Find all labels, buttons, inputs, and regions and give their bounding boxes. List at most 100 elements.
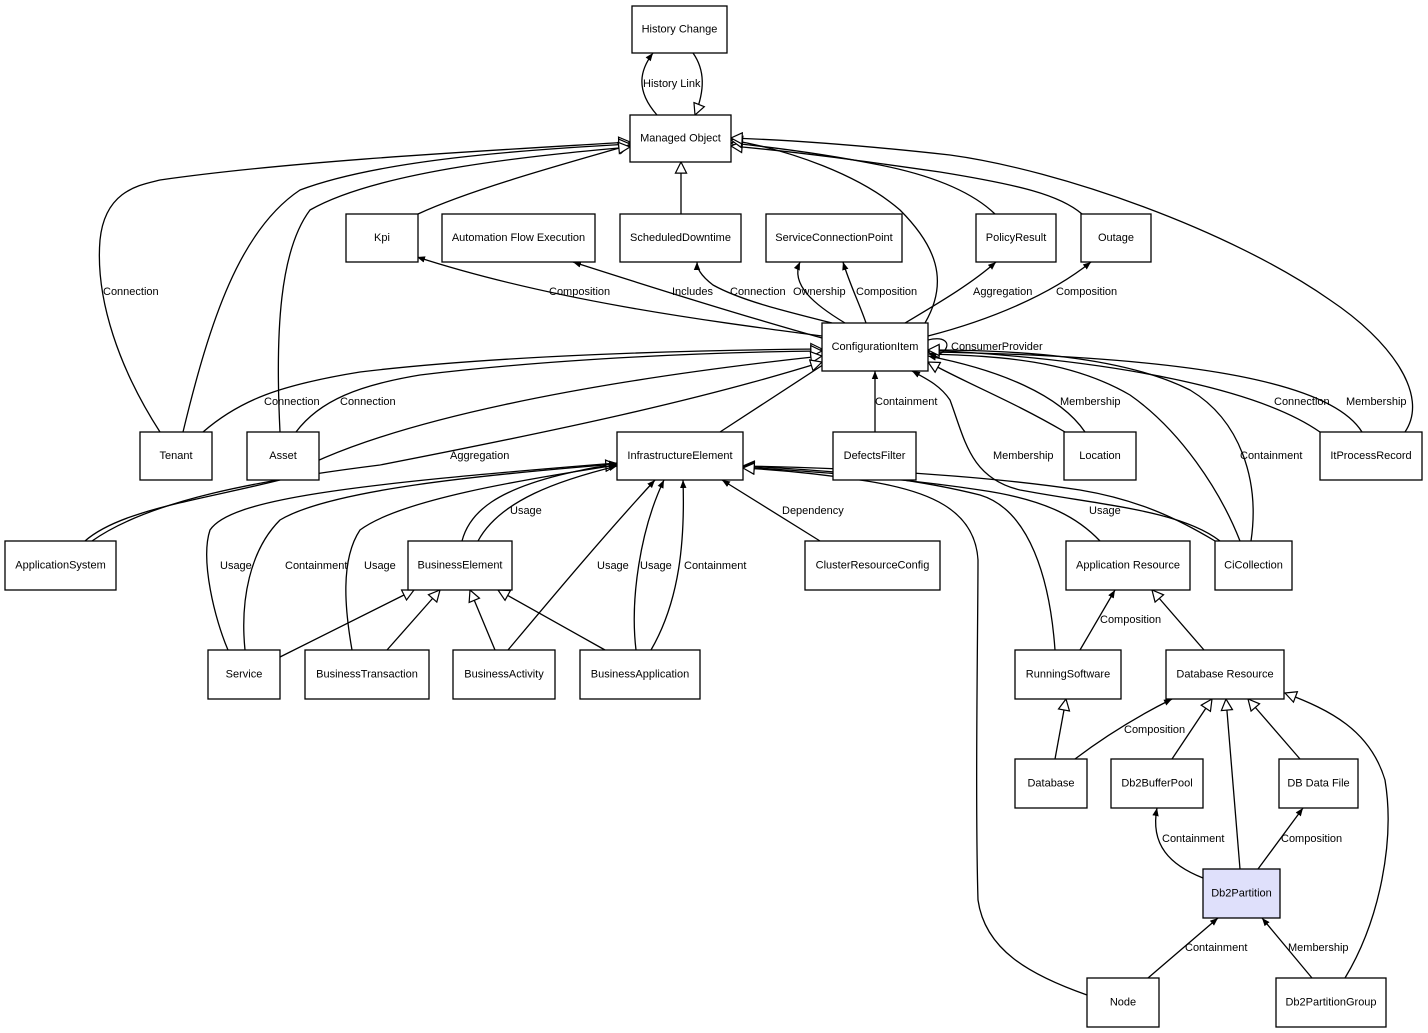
edge-location-to-ci — [927, 354, 1086, 433]
edge-service-to-be — [279, 590, 414, 658]
edge-appsys-to-ci — [91, 362, 822, 542]
node-policy-result[interactable]: PolicyResult — [975, 213, 1057, 263]
edge-ci-outage — [927, 261, 1092, 337]
node-label: Application Resource — [1076, 560, 1180, 572]
node-label: ConfigurationItem — [832, 341, 919, 353]
edge-ci-scp-comp — [842, 261, 867, 324]
node-node[interactable]: Node — [1086, 977, 1160, 1028]
edge-bel-usage-ie — [477, 464, 618, 542]
node-business-element[interactable]: BusinessElement — [407, 540, 513, 591]
node-label: ClusterResourceConfig — [816, 560, 930, 572]
edge-label-bapp-containment: Containment — [684, 560, 746, 572]
edge-outage-to-mo — [731, 146, 1083, 215]
edge-label-service-usage: Usage — [220, 560, 252, 572]
edge-cicoll-to-ci — [928, 350, 1254, 542]
node-label: BusinessApplication — [591, 669, 689, 681]
edge-appres-to-ie — [743, 467, 1101, 542]
node-db2-partition[interactable]: Db2Partition — [1202, 868, 1281, 919]
edge-tenant-conn-ci — [202, 349, 822, 433]
node-db-data-file[interactable]: DB Data File — [1278, 758, 1359, 809]
node-location[interactable]: Location — [1063, 431, 1137, 481]
edge-cicoll-cont-ci — [927, 351, 1241, 542]
edge-ci-to-mo — [731, 140, 939, 324]
node-label: Service — [226, 669, 263, 681]
edge-part-comp-df — [1257, 807, 1304, 870]
edge-part-cont-bp — [1152, 807, 1204, 879]
edge-label-pg-membership: Membership — [1288, 942, 1349, 954]
edge-ci-scp-own — [793, 261, 846, 324]
node-scheduled-downtime[interactable]: ScheduledDowntime — [619, 213, 742, 263]
edge-asset-conn-ci — [295, 351, 822, 433]
edge-bapp-cont-ie — [650, 479, 687, 651]
node-history-change[interactable]: History Change — [631, 5, 728, 54]
edge-asset-to-mo — [277, 147, 630, 433]
edge-label-appsys-aggregation: Aggregation — [450, 450, 509, 462]
edge-bapp-to-be — [498, 590, 606, 651]
edge-policy-to-mo — [731, 143, 996, 215]
edge-label-service-containment: Containment — [285, 560, 347, 572]
node-label: DB Data File — [1287, 778, 1349, 790]
node-running-software[interactable]: RunningSoftware — [1014, 649, 1122, 700]
node-defects-filter[interactable]: DefectsFilter — [832, 431, 917, 481]
edge-label-part-composition: Composition — [1281, 833, 1342, 845]
node-service-connection-point[interactable]: ServiceConnectionPoint — [765, 213, 903, 263]
edge-label-part-containment: Containment — [1162, 833, 1224, 845]
node-outage[interactable]: Outage — [1080, 213, 1152, 263]
edge-btx-usage-ie — [345, 463, 618, 651]
node-application-system[interactable]: ApplicationSystem — [4, 540, 117, 591]
node-label: CiCollection — [1224, 560, 1283, 572]
node-db2-buffer-pool[interactable]: Db2BufferPool — [1110, 758, 1204, 809]
edge-rs-to-ie — [743, 466, 1056, 651]
node-application-resource[interactable]: Application Resource — [1065, 540, 1191, 591]
node-managed-object[interactable]: Managed Object — [629, 114, 732, 163]
node-cluster-resource-config[interactable]: ClusterResourceConfig — [804, 540, 941, 591]
node-it-process-record[interactable]: ItProcessRecord — [1319, 431, 1423, 481]
edge-infra-to-ci — [719, 357, 835, 433]
node-infrastructure-element[interactable]: InfrastructureElement — [616, 431, 744, 481]
edge-db-comp-dbres — [1074, 698, 1173, 760]
node-database-resource[interactable]: Database Resource — [1165, 649, 1285, 700]
node-service[interactable]: Service — [207, 649, 281, 700]
edge-label-bel-usage: Usage — [510, 505, 542, 517]
edge-service-usage-ie — [206, 460, 618, 651]
edge-bact-to-be — [470, 590, 496, 651]
edge-db-to-rs — [1054, 699, 1066, 760]
edges — [84, 52, 1414, 996]
node-label: RunningSoftware — [1026, 669, 1110, 681]
edge-label-ci-outage-composition: Composition — [1056, 286, 1117, 298]
edge-label-bapp-usage: Usage — [640, 560, 672, 572]
edge-label-node-containment: Containment — [1185, 942, 1247, 954]
node-label: BusinessActivity — [464, 669, 544, 681]
edge-label-cicoll-membership: Membership — [993, 450, 1054, 462]
node-business-application[interactable]: BusinessApplication — [579, 649, 701, 700]
node-kpi[interactable]: Kpi — [345, 213, 419, 263]
edge-labels: History Link Connection Composition Incl… — [103, 78, 1407, 954]
node-automation-flow-execution[interactable]: Automation Flow Execution — [441, 213, 596, 263]
edge-label-ci-scp-composition: Composition — [856, 286, 917, 298]
node-label: Managed Object — [640, 133, 721, 145]
node-label: PolicyResult — [986, 232, 1047, 244]
node-db2-partition-group[interactable]: Db2PartitionGroup — [1275, 977, 1387, 1028]
edge-itpr-to-mo — [731, 138, 1414, 433]
edge-label-ci-scp-ownership: Ownership — [793, 286, 846, 298]
edge-bapp-usage-ie — [633, 479, 665, 651]
edge-location-memb-ci — [928, 362, 1066, 433]
node-label: Database Resource — [1176, 669, 1273, 681]
edge-ci-afe — [572, 261, 823, 339]
edge-label-history-link: History Link — [643, 78, 701, 90]
edge-bact-usage-ie — [507, 479, 656, 651]
node-asset[interactable]: Asset — [246, 431, 320, 481]
node-business-transaction[interactable]: BusinessTransaction — [304, 649, 430, 700]
edge-label-crc-dependency: Dependency — [782, 505, 844, 517]
node-label: ServiceConnectionPoint — [775, 232, 892, 244]
node-ci-collection[interactable]: CiCollection — [1214, 540, 1293, 591]
node-label: ItProcessRecord — [1330, 450, 1411, 462]
node-business-activity[interactable]: BusinessActivity — [452, 649, 556, 700]
node-label: Db2BufferPool — [1121, 778, 1192, 790]
edge-df-to-dbres — [1248, 699, 1301, 760]
edge-label-ci-consumer-provider: ConsumerProvider — [951, 341, 1043, 353]
node-configuration-item[interactable]: ConfigurationItem — [821, 322, 929, 372]
node-tenant[interactable]: Tenant — [139, 431, 213, 481]
node-database[interactable]: Database — [1014, 758, 1088, 809]
edge-label-ci-policy-aggregation: Aggregation — [973, 286, 1032, 298]
